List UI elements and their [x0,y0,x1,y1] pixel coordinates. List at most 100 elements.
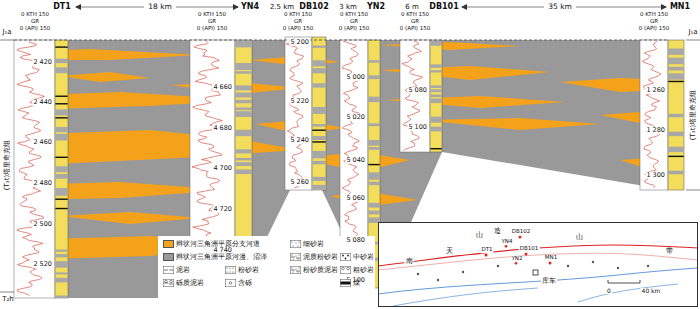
mudstone-bed [430,127,441,132]
gr-curve [643,41,661,188]
pattern-box [290,253,301,261]
pattern-dot [298,246,299,247]
log-tracks-part [400,40,430,152]
mudstone-bed [235,92,251,97]
mudstone-bed [235,63,251,70]
pattern-dot [293,259,294,260]
log-scale: 0 (API) 150 [283,26,314,32]
fault [378,245,698,266]
mudstone-bed [668,48,683,54]
mudstone-bed [430,64,441,67]
mudstone-bed [430,89,441,92]
pattern-circle [229,282,232,285]
gr-curve [17,41,45,296]
log-scale: 0 KTH 150 [21,12,49,18]
log-scale: 0 (API) 150 [20,26,51,32]
legend-text: 含砾 [238,280,252,287]
well-name: YN4 [241,3,259,11]
legend-pattern [225,266,236,274]
pattern-dot [299,242,300,243]
map-label: YN2 [511,256,524,262]
location-map-part [378,222,698,307]
depth-label: 2 500 [32,221,53,228]
mudstone-bed [312,46,325,48]
mudstone-bed [668,114,683,117]
pattern-dot [293,246,294,247]
legend-text: 粉砂岩 [238,267,259,274]
map-label: 山 [475,232,484,239]
well-dots-part [462,271,464,273]
depth-label: 5 060 [345,195,366,202]
log-scale: 0 KTH 150 [198,12,226,18]
mudstone-bed [430,85,441,88]
coal-bed [55,199,67,200]
coal-bed [55,117,67,118]
study-wells-part [519,236,522,239]
legend-text: 砾质泥岩 [176,280,204,287]
pattern-dot [233,272,234,273]
mudstone-bed [55,188,67,196]
map-label: 天 [445,248,454,255]
legend-pattern [163,279,174,287]
depth-label: 5 260 [289,179,310,186]
legend-text: 煤 [353,280,360,287]
well-name: YN2 [367,3,385,11]
mudstone-bed [368,123,379,126]
boundary [378,253,698,270]
mudstone-bed [55,272,67,274]
legend-item: 泥质粉砂岩 [290,253,338,261]
mudstone-bed [55,295,67,298]
mudstone-bed [668,132,683,136]
formation-top [14,40,668,41]
pattern-circle [170,280,173,283]
mudstone-bed [55,261,67,267]
river [393,288,538,306]
pattern-dot [230,272,231,273]
depth-label: 5 220 [289,98,310,105]
map-label: DB102 [511,229,532,235]
legend-item: 辫状河三角洲平原分支河道 [163,240,260,248]
mudstone-bed [430,99,441,103]
map-label: 南 [405,258,414,265]
coal-bed [368,164,379,165]
strata-ticks-part [0,40,14,41]
mudstone-bed [235,85,251,90]
mudstone-bed [430,70,441,72]
depth-label: 1 260 [645,87,666,94]
pattern-box [163,279,174,287]
mudstone-bed [668,73,683,79]
pattern-dot [233,268,234,269]
pattern-box [340,279,351,287]
legend-pattern [290,253,301,261]
pattern-coal [341,282,351,285]
depth-label: 5 200 [289,39,310,46]
mudstone-bed [368,147,379,150]
pattern-dot [296,243,297,244]
legend-item: 粉砂岩 [225,266,259,274]
depth-label: 5 020 [345,114,366,121]
pattern-dot [347,255,349,257]
map-label: 库车 [541,278,557,285]
log-curve-name: GR [350,19,358,25]
strata-ticks-part [0,292,14,293]
coal-bed [55,96,67,97]
pattern-dash [169,284,173,285]
distance-label: 18 km [148,3,172,11]
map-label: 40 km [641,288,662,294]
log-curve-name: GR [411,19,419,25]
mudstone-bed [235,158,251,160]
legend-pattern [290,266,301,274]
distance-arrows-part [76,7,144,8]
mudstone-bed [368,60,379,63]
legend-swatch [163,240,174,248]
mudstone-bed [235,40,251,47]
depth-label: 2 440 [32,99,53,106]
strata-ticks-part [686,40,700,41]
distance-arrows-part [462,7,544,8]
distance-arrows-part [176,7,238,8]
legend-ground [158,236,375,300]
coal-bed [55,157,67,158]
mudstone-bed [235,149,251,153]
map-label: DB101 [519,246,540,252]
legend-pattern [225,279,236,287]
